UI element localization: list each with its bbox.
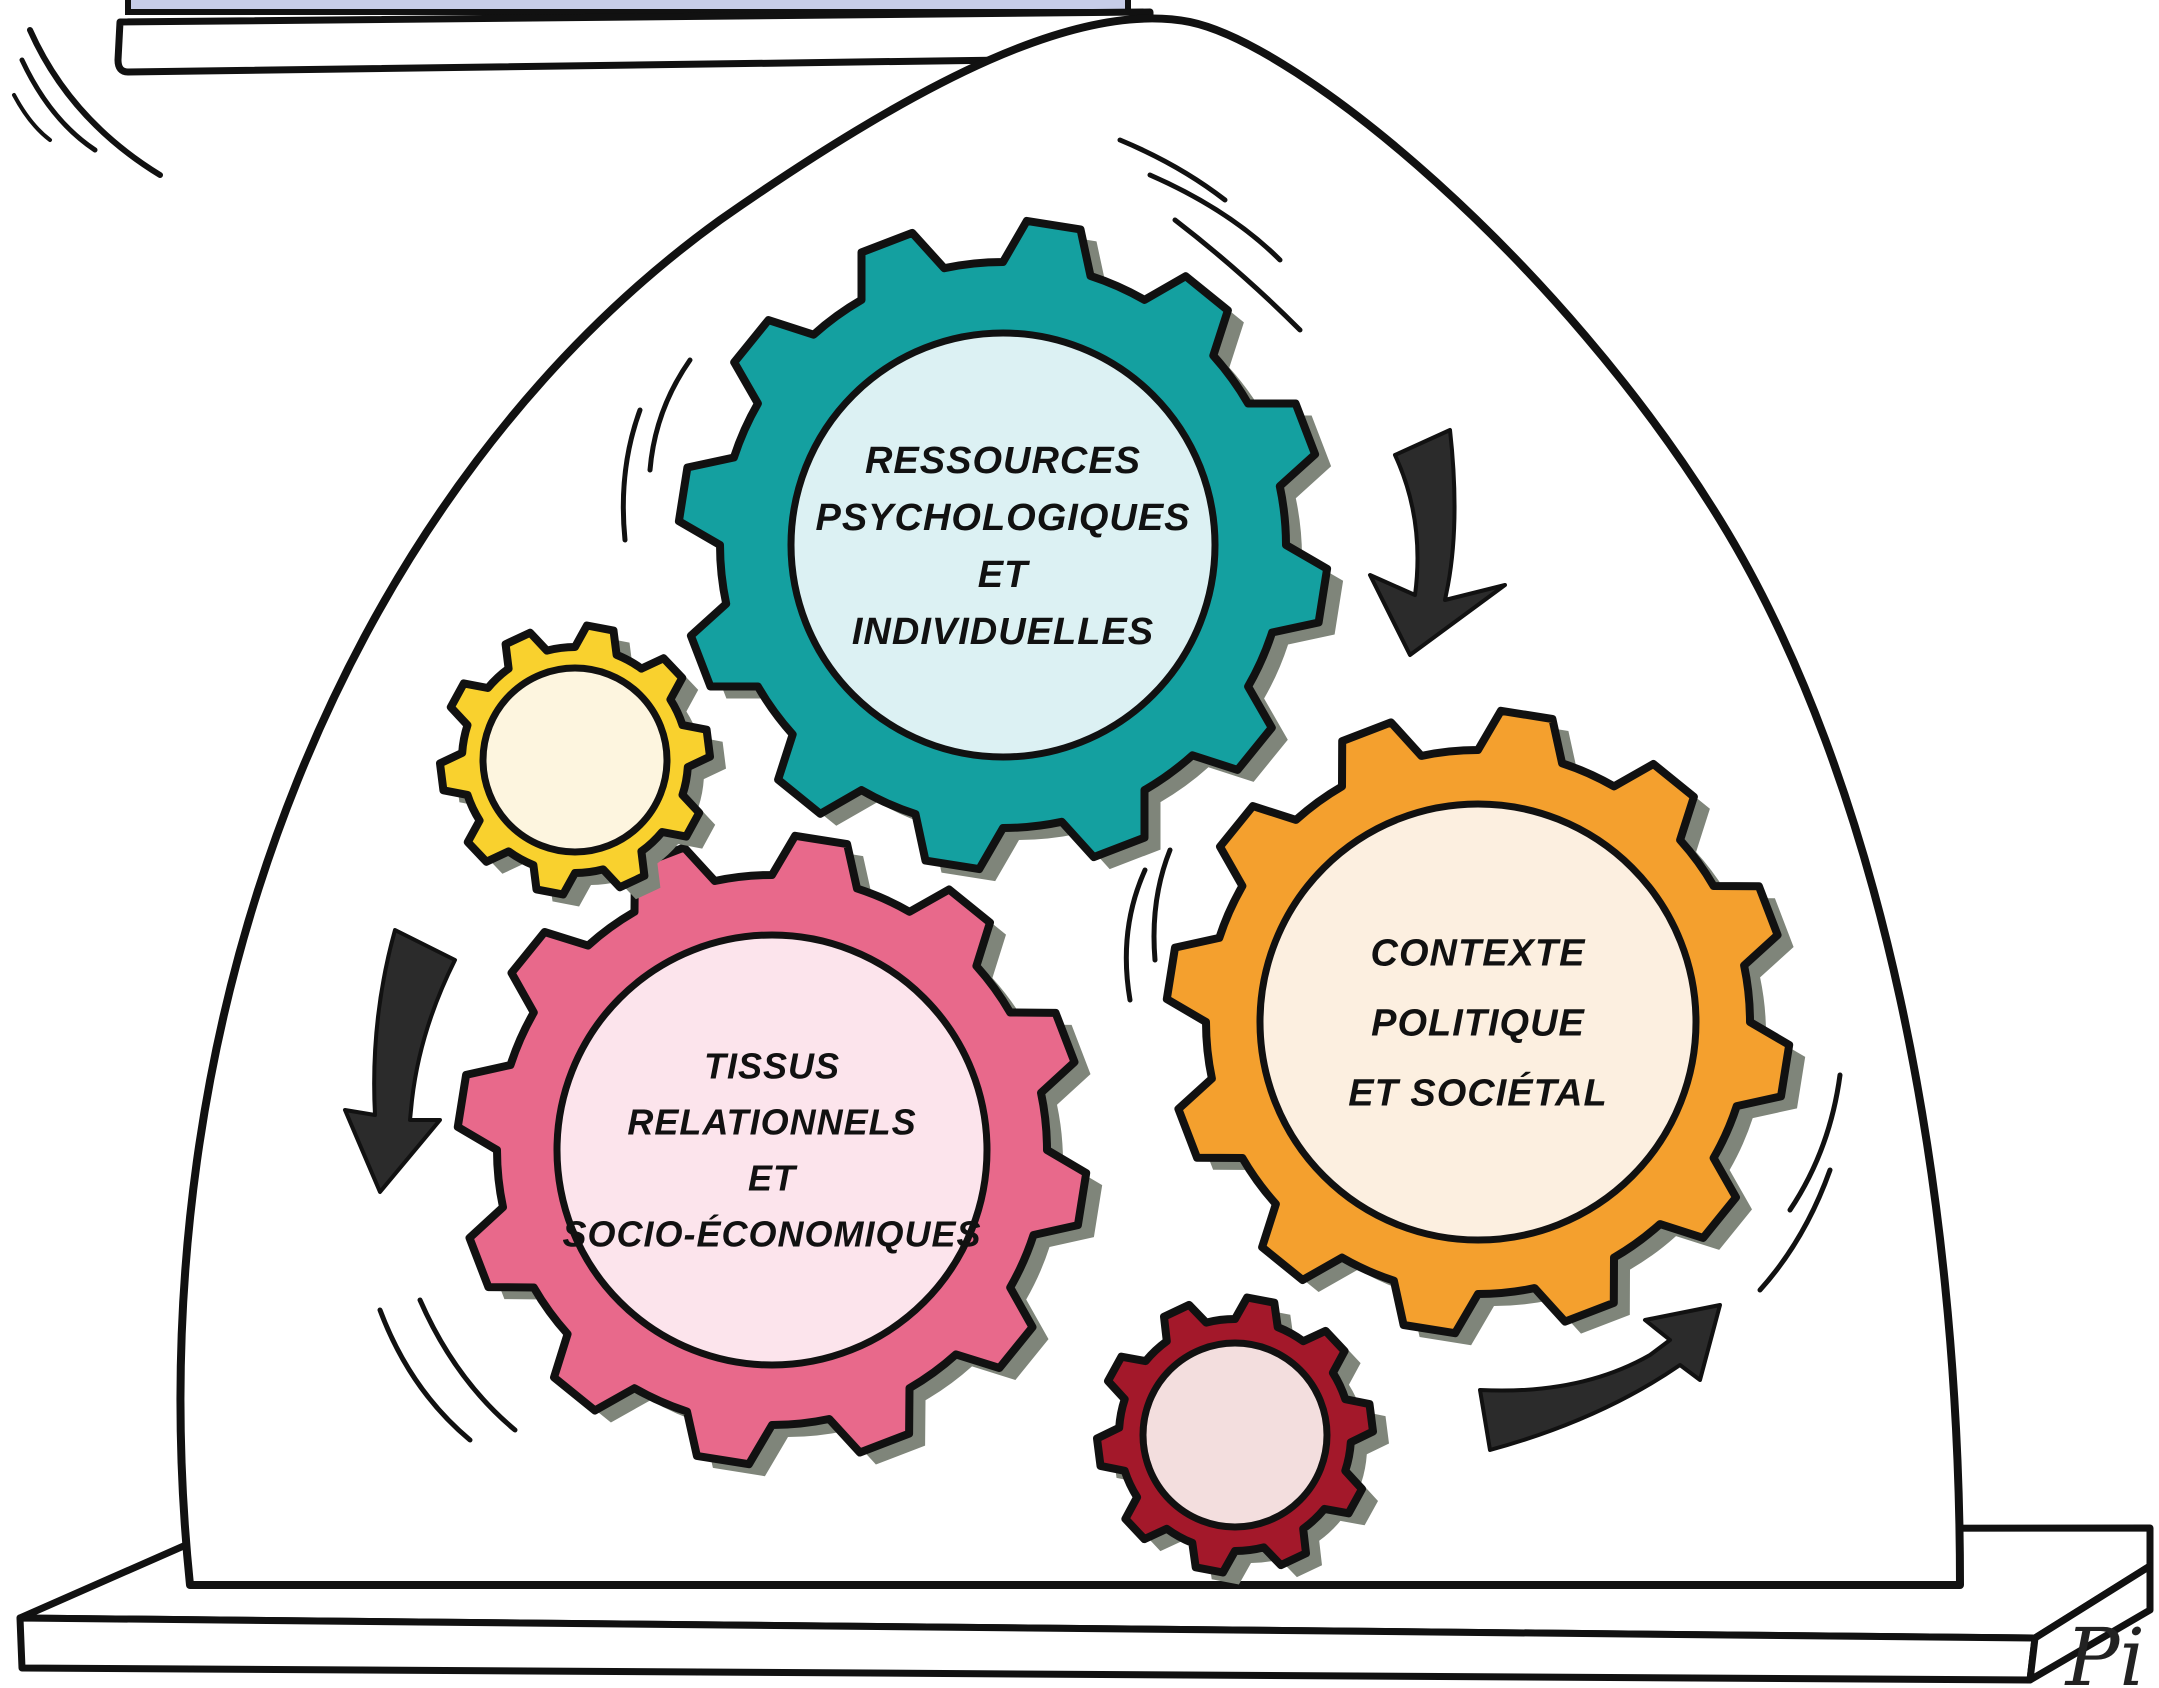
signature: Pi — [2064, 1611, 2145, 1688]
gear-inner-circle — [1139, 1339, 1331, 1531]
gear-label-line: POLITIQUE — [1371, 1002, 1585, 1044]
arrow-down-left — [343, 928, 457, 1194]
gear-label-line: TISSUS — [704, 1046, 840, 1087]
gear-label-line: ET — [748, 1158, 798, 1199]
motion-line — [620, 407, 643, 543]
gear-political: CONTEXTE POLITIQUE ET SOCIÉTAL — [1162, 706, 1806, 1346]
motion-line — [1172, 217, 1303, 333]
motion-line — [12, 93, 52, 142]
shelf-side — [2026, 1562, 2154, 1684]
gear-inner-circle — [787, 329, 1219, 761]
gear-label-line: PSYCHOLOGIQUES — [815, 497, 1190, 539]
arrow-down-right — [1368, 428, 1507, 657]
screen-shelf — [114, 8, 1154, 76]
gear-label-line: RESSOURCES — [865, 440, 1141, 482]
gear-relational: TISSUS RELATIONNELS ET SOCIO-ÉCONOMIQUES — [453, 831, 1103, 1477]
motion-line — [1117, 137, 1228, 203]
gear-label-line: ET SOCIÉTAL — [1348, 1070, 1607, 1114]
gear-small-red — [1093, 1293, 1389, 1585]
gear-label-line: SOCIO-ÉCONOMIQUES — [562, 1214, 981, 1255]
motion-line — [1123, 867, 1148, 1003]
screen-panel — [125, 0, 1131, 15]
rotation-arrows — [343, 428, 1722, 1452]
motion-line — [1151, 847, 1173, 963]
gear-label-line: CONTEXTE — [1371, 932, 1587, 974]
motion-line — [377, 1307, 473, 1443]
gear-inner-circle — [1256, 800, 1700, 1244]
gear-label-line: INDIVIDUELLES — [852, 611, 1154, 653]
gear-label-line: RELATIONNELS — [627, 1102, 916, 1143]
motion-line — [647, 357, 693, 473]
arrow-right — [1478, 1303, 1722, 1452]
motion-line — [19, 57, 98, 153]
motion-line — [1757, 1167, 1833, 1293]
gear-label-line: ET — [978, 554, 1030, 596]
gear-inner-circle — [479, 664, 671, 856]
gears-layer: RESSOURCES PSYCHOLOGIQUES ET INDIVIDUELLES C… — [436, 216, 1806, 1585]
motion-lines — [377, 137, 1843, 1443]
motion-line — [1147, 172, 1283, 263]
top-screen-fragment — [12, 0, 1154, 178]
motion-line — [27, 27, 163, 178]
gear-inner-circle — [553, 931, 991, 1369]
motion-line — [417, 1297, 518, 1433]
gear-small-yellow — [436, 621, 726, 907]
motion-line — [1787, 1072, 1843, 1213]
gear-psychological: RESSOURCES PSYCHOLOGIQUES ET INDIVIDUELLES — [674, 216, 1344, 882]
